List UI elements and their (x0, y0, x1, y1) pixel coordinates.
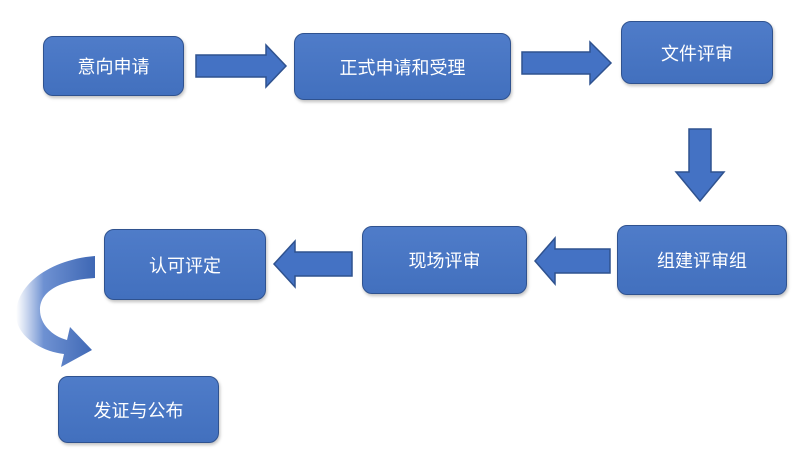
node-certificate-publication: 发证与公布 (58, 376, 219, 443)
node-accreditation-decision: 认可评定 (104, 229, 266, 300)
arrow-n1-n2 (195, 43, 288, 89)
node-formal-application-acceptance: 正式申请和受理 (294, 33, 511, 100)
arrow-n3-n4 (674, 128, 726, 203)
arrow-n6-n7 (16, 256, 95, 367)
node-onsite-review: 现场评审 (362, 226, 527, 294)
arrow-n5-n6 (272, 239, 353, 289)
node-intent-application: 意向申请 (43, 36, 184, 96)
arrow-n2-n3 (521, 40, 613, 86)
node-form-review-team: 组建评审组 (617, 225, 787, 295)
arrow-n4-n5 (534, 235, 611, 287)
node-document-review: 文件评审 (621, 21, 773, 84)
